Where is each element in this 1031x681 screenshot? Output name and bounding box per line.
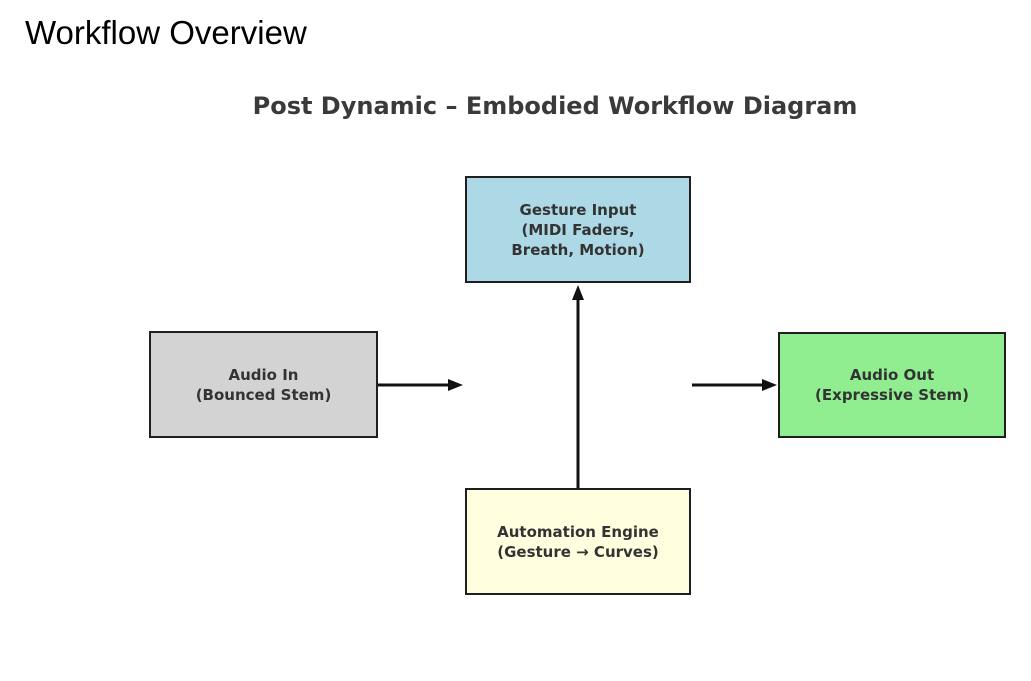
arrow-automation-to-gesture-input xyxy=(572,285,584,488)
node-audio-in: Audio In (Bounced Stem) xyxy=(149,331,378,438)
arrow-audio-in-to-center xyxy=(378,379,463,391)
diagram-title: Post Dynamic – Embodied Workflow Diagram xyxy=(252,92,858,120)
node-label-line: Breath, Motion) xyxy=(511,240,645,259)
node-label-line: Audio In xyxy=(228,365,299,384)
node-label-line: Audio Out xyxy=(849,366,935,384)
node-label-line: Automation Engine xyxy=(497,522,659,541)
arrow-head xyxy=(572,285,584,300)
arrow-head xyxy=(448,379,463,391)
node-label-line: (MIDI Faders, xyxy=(521,220,635,239)
node-automation-engine: Automation Engine (Gesture → Curves) xyxy=(465,488,691,595)
arrow-head xyxy=(762,379,777,391)
node-gesture-input: Gesture Input (MIDI Faders, Breath, Moti… xyxy=(465,176,691,283)
node-audio-out: Audio Out (Expressive Stem) xyxy=(778,332,1006,438)
node-label-line: (Gesture → Curves) xyxy=(497,542,659,561)
node-label-line: Gesture Input xyxy=(519,200,637,219)
node-label-line: (Expressive Stem) xyxy=(815,386,969,404)
page-title: Workflow Overview xyxy=(25,14,307,51)
arrow-center-to-audio-out xyxy=(692,379,777,391)
node-label-line: (Bounced Stem) xyxy=(195,385,332,404)
